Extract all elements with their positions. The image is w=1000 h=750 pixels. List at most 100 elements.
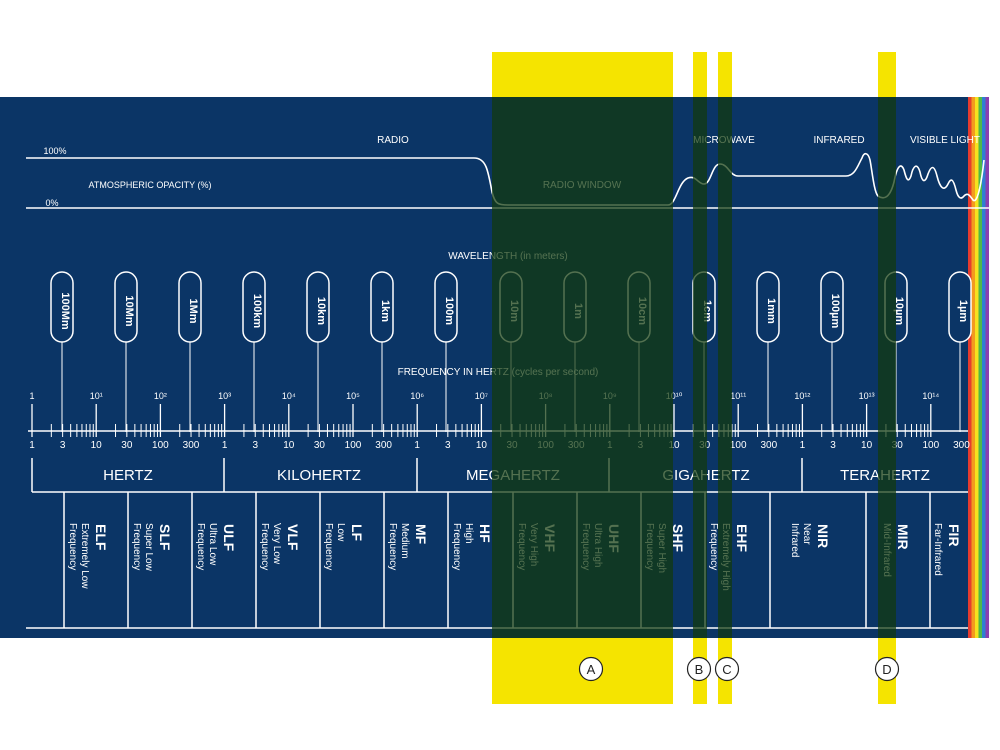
wavelength-label: 100Mm [59, 292, 71, 330]
frequency-scale-label: 1 [222, 440, 228, 451]
frequency-power-label: 10⁵ [346, 391, 360, 401]
highlight-column-overlay [693, 97, 707, 638]
frequency-scale-label: 10 [861, 440, 873, 451]
wavelength-pill [114, 271, 138, 343]
band-abbr: EHF [734, 524, 750, 552]
band-abbr: ULF [221, 524, 237, 552]
band-abbr: HF [477, 524, 493, 543]
wavelength-pill [50, 271, 74, 343]
highlight-column-top [492, 52, 673, 97]
wavelength-label: 1km [379, 300, 391, 322]
frequency-scale-label: 1 [29, 440, 35, 451]
wavelength-pill [434, 271, 458, 343]
wavelength-pill [306, 271, 330, 343]
frequency-scale-label: 300 [183, 440, 200, 451]
frequency-scale-label: 100 [152, 440, 169, 451]
visible-light-stripe [985, 97, 989, 638]
visible-light-stripe [968, 97, 972, 638]
visible-light-stripe [982, 97, 986, 638]
highlight-column-top [718, 52, 732, 97]
band-abbr: NIR [815, 524, 831, 548]
wavelength-pill [178, 271, 202, 343]
band-desc-line2: Frequency [451, 523, 462, 570]
unit-label-hertz: HERTZ [103, 467, 153, 484]
wavelength-label: 100km [251, 294, 263, 328]
highlight-column-top [693, 52, 707, 97]
highlight-badge-label-d: D [882, 662, 891, 677]
frequency-scale-label: 30 [314, 440, 326, 451]
band-desc-line1: Super Low [143, 523, 154, 572]
frequency-scale-label: 30 [892, 440, 904, 451]
frequency-power-label: 10¹¹ [730, 391, 746, 401]
band-abbr: LF [349, 524, 365, 542]
frequency-scale-label: 3 [252, 440, 258, 451]
band-desc-line1: Ultra Low [207, 523, 218, 566]
opacity-high-label: 100% [43, 146, 66, 156]
band-abbr: MIR [895, 524, 911, 550]
visible-light-stripe [975, 97, 979, 638]
band-abbr: MF [413, 524, 429, 545]
infrared-label: INFRARED [813, 135, 864, 146]
frequency-scale-label: 300 [375, 440, 392, 451]
band-desc-line2: Frequency [195, 523, 206, 570]
frequency-power-label: 10¹⁴ [922, 391, 939, 401]
band-desc-line2: Frequency [708, 523, 719, 570]
frequency-power-label: 10⁷ [475, 391, 488, 401]
visible-light-stripe [971, 97, 975, 638]
highlight-badge-label-c: C [722, 662, 731, 677]
band-desc-line2: Infrared [789, 523, 800, 557]
band-desc-line1: Far-Infrared [932, 523, 943, 576]
frequency-scale-label: 10 [476, 440, 488, 451]
visible-light-stripe [978, 97, 982, 638]
frequency-power-label: 10³ [218, 391, 231, 401]
wavelength-label: 1µm [957, 300, 969, 322]
band-desc-line2: Frequency [131, 523, 142, 570]
frequency-scale-label: 100 [345, 440, 362, 451]
frequency-power-label: 10⁶ [410, 391, 424, 401]
frequency-scale-label: 300 [760, 440, 777, 451]
frequency-power-label: 10¹ [90, 391, 103, 401]
wavelength-label: 10km [315, 297, 327, 325]
band-abbr: VLF [285, 524, 301, 551]
background-layer [0, 97, 989, 638]
highlight-column-overlay [878, 97, 896, 638]
frequency-scale-label: 100 [730, 440, 747, 451]
wavelength-label: 100m [443, 297, 455, 325]
band-desc-line1: Low [335, 523, 346, 542]
wavelength-label: 10Mm [123, 295, 135, 326]
frequency-power-label: 10¹³ [859, 391, 875, 401]
frequency-scale-label: 100 [922, 440, 939, 451]
frequency-power-label: 10⁴ [282, 391, 296, 401]
band-abbr: SLF [157, 524, 173, 551]
frequency-scale-label: 10 [283, 440, 295, 451]
frequency-scale-label: 3 [445, 440, 451, 451]
wavelength-pill [820, 271, 844, 343]
wavelength-label: 1Mm [187, 298, 199, 323]
band-abbr: ELF [93, 524, 109, 551]
highlight-badge-circle [874, 656, 900, 682]
band-abbr: SHF [670, 524, 686, 552]
frequency-power-label: 10¹² [794, 391, 810, 401]
frequency-scale-label: 300 [953, 440, 970, 451]
highlight-badge-label-b: B [695, 662, 704, 677]
band-desc-line1: Extremely Low [79, 523, 90, 589]
frequency-scale-label: 30 [121, 440, 133, 451]
band-desc-line2: Frequency [259, 523, 270, 570]
highlight-badge-circle [714, 656, 740, 682]
frequency-scale-label: 1 [800, 440, 806, 451]
highlight-column-overlay [492, 97, 673, 638]
background-panel [0, 97, 968, 638]
band-desc-line1: Medium [399, 523, 410, 559]
wavelength-label: 1mm [765, 298, 777, 324]
frequency-power-label: 1 [29, 391, 34, 401]
wavelength-pill [370, 271, 394, 343]
wavelength-pill [948, 271, 972, 343]
band-desc-line2: Frequency [323, 523, 334, 570]
wavelength-label: 100µm [829, 294, 841, 329]
band-desc-line2: Frequency [67, 523, 78, 570]
highlight-column-overlay [718, 97, 732, 638]
wavelength-pill [242, 271, 266, 343]
highlight-badge-circle [686, 656, 712, 682]
highlight-badge-label-a: A [587, 662, 596, 677]
